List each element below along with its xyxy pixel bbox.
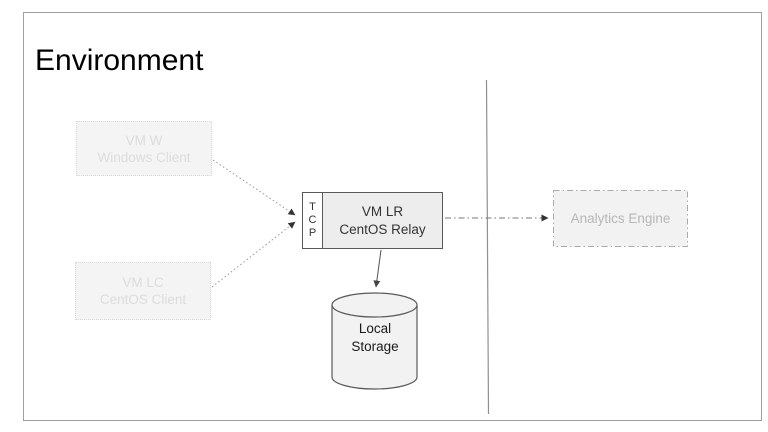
local-storage-cylinder	[331, 292, 418, 390]
node-vm-lc-label: VM LC CentOS Client	[99, 275, 187, 307]
tcp-port-label: T C P	[308, 201, 317, 239]
node-vm-w: VM W Windows Client	[76, 121, 212, 176]
node-local-storage: Local Storage	[332, 318, 418, 358]
edge-vmw-to-tcp	[212, 159, 296, 216]
tcp-port: T C P	[302, 192, 323, 249]
node-vm-w-label: VM W Windows Client	[97, 132, 191, 165]
node-analytics-engine-label: Analytics Engine	[570, 211, 671, 226]
node-local-storage-label: Local Storage	[351, 321, 399, 354]
node-relay-label: VM LR CentOS Relay	[339, 203, 426, 237]
edge-relay-to-storage	[373, 249, 382, 288]
separator-line	[485, 79, 490, 415]
page-title: Environment	[35, 44, 204, 77]
node-relay: VM LR CentOS Relay	[322, 192, 443, 249]
node-analytics-engine: Analytics Engine	[553, 190, 688, 247]
analytics-engine-box	[553, 190, 688, 247]
node-vm-lc: VM LC CentOS Client	[75, 262, 211, 320]
edge-vmlc-to-tcp	[211, 221, 296, 288]
